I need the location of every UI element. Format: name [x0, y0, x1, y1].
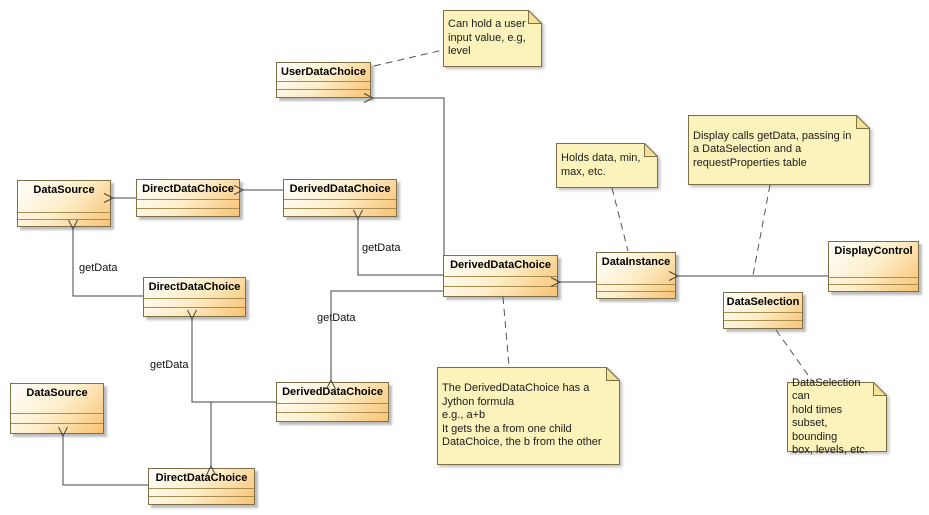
edge-deriveddatachoice3-to-directdatachoice2[interactable] — [187, 309, 276, 403]
note-link-datainstance — [611, 187, 629, 252]
note-fold-icon — [644, 143, 658, 157]
attributes-compartment — [149, 488, 254, 496]
operations-compartment — [11, 423, 103, 433]
note-link-userdatachoice — [373, 49, 444, 67]
attributes-compartment — [829, 277, 918, 284]
note-fold-icon — [528, 10, 542, 24]
note-text: The DerivedDataChoice has a Jython formu… — [442, 382, 602, 449]
attributes-compartment — [444, 276, 557, 286]
edge-directdatachoice3-to-datasource2[interactable] — [58, 426, 148, 486]
class-deriveddatachoice-2[interactable]: DerivedDataChoice — [443, 255, 558, 297]
operations-compartment — [144, 307, 245, 316]
edge-deriveddatachoice2-to-userdatachoice[interactable] — [363, 93, 445, 255]
note-display-calls-getdata[interactable]: Display calls getData, passing in a Data… — [688, 115, 870, 185]
class-userdatachoice[interactable]: UserDataChoice — [276, 62, 371, 98]
class-title: DataSelection — [726, 296, 800, 308]
class-deriveddatachoice-3[interactable]: DerivedDataChoice — [276, 382, 389, 422]
note-shape — [688, 115, 870, 185]
class-title: DisplayControl — [834, 245, 913, 257]
class-directdatachoice-2[interactable]: DirectDataChoice — [143, 277, 246, 317]
class-title: DerivedDataChoice — [450, 259, 551, 271]
attributes-compartment — [724, 312, 802, 320]
class-datasource-2[interactable]: DataSource — [10, 383, 104, 434]
class-displaycontrol[interactable]: DisplayControl — [828, 241, 919, 292]
attributes-compartment — [284, 199, 396, 208]
attributes-compartment — [137, 199, 239, 208]
note-dataselection-holds[interactable]: DataSelection can hold times subset, bou… — [787, 376, 887, 457]
note-link-deriveddatachoice2 — [502, 296, 510, 367]
class-datasource-1[interactable]: DataSource — [17, 180, 111, 227]
class-title: DataSource — [26, 387, 88, 399]
attributes-compartment — [144, 298, 245, 307]
note-fold-icon — [873, 382, 887, 396]
class-title: DerivedDataChoice — [282, 386, 383, 398]
edge-label-getdata-1: getData — [79, 262, 118, 274]
operations-compartment — [18, 219, 110, 226]
note-text: Display calls getData, passing in a Data… — [693, 129, 852, 169]
class-title: UserDataChoice — [281, 66, 366, 78]
class-title: DirectDataChoice — [142, 183, 234, 195]
note-holds-data[interactable]: Holds data, min, max, etc. — [556, 143, 658, 188]
operations-compartment — [597, 291, 675, 298]
class-title: DirectDataChoice — [148, 281, 241, 293]
operations-compartment — [724, 320, 802, 328]
attributes-compartment — [277, 81, 370, 89]
note-text: DataSelection can hold times subset, bou… — [792, 376, 868, 457]
class-deriveddatachoice-1[interactable]: DerivedDataChoice — [283, 179, 397, 217]
operations-compartment — [284, 207, 396, 217]
note-fold-icon — [606, 367, 620, 381]
edge-deriveddatachoice2-to-deriveddatachoice3[interactable] — [326, 290, 443, 390]
note-text: Can hold a user input value, e.g, level — [448, 18, 526, 58]
note-shape — [787, 382, 887, 452]
operations-compartment — [137, 207, 239, 217]
class-title: DerivedDataChoice — [289, 183, 391, 195]
class-datainstance[interactable]: DataInstance — [596, 252, 676, 299]
operations-compartment — [149, 496, 254, 504]
class-directdatachoice-1[interactable]: DirectDataChoice — [136, 179, 240, 217]
operations-compartment — [829, 284, 918, 291]
note-text: Holds data, min, max, etc. — [561, 152, 641, 178]
edge-label-getdata-3: getData — [317, 312, 356, 324]
attributes-compartment — [18, 212, 110, 219]
edge-label-getdata-4: getData — [150, 359, 189, 371]
attributes-compartment — [277, 403, 388, 412]
operations-compartment — [277, 412, 388, 421]
class-title: DataInstance — [601, 256, 671, 268]
operations-compartment — [444, 286, 557, 296]
edge-label-getdata-2: getData — [362, 242, 401, 254]
note-shape — [443, 10, 542, 67]
note-user-input-value[interactable]: Can hold a user input value, e.g, level — [443, 10, 542, 67]
class-directdatachoice-3[interactable]: DirectDataChoice — [148, 468, 255, 505]
operations-compartment — [277, 89, 370, 97]
note-link-dataselection — [775, 329, 814, 383]
note-shape — [437, 367, 620, 465]
note-shape — [556, 143, 658, 188]
note-link-displaycontrol-association — [752, 184, 771, 276]
note-jython-formula[interactable]: The DerivedDataChoice has a Jython formu… — [437, 367, 620, 465]
class-dataselection[interactable]: DataSelection — [723, 292, 803, 329]
attributes-compartment — [11, 413, 103, 423]
note-fold-icon — [856, 115, 870, 129]
attributes-compartment — [597, 284, 675, 291]
class-title: DirectDataChoice — [155, 472, 248, 484]
class-title: DataSource — [33, 184, 95, 196]
